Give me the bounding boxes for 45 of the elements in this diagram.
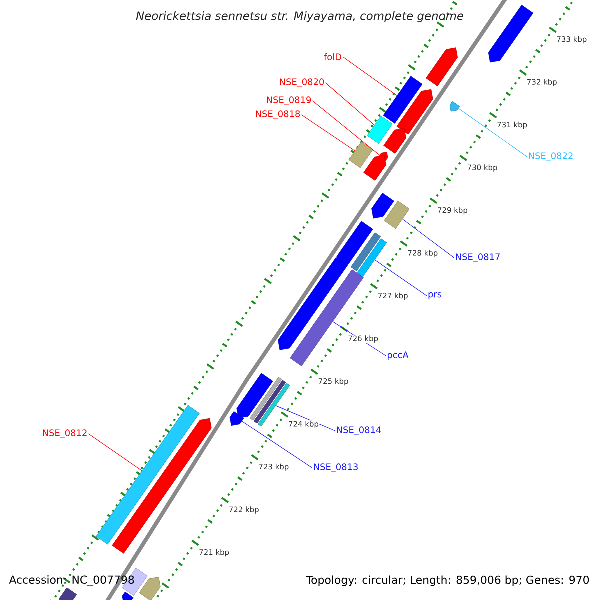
gene-feature xyxy=(372,193,394,219)
gene-feature xyxy=(236,373,274,419)
gene-label: NSE_0813 xyxy=(314,464,358,472)
gene-feature xyxy=(96,405,200,545)
gene-feature xyxy=(364,155,386,181)
gene-feature xyxy=(384,128,406,154)
title: Neorickettsia sennetsu str. Miyayama, complete genome xyxy=(136,11,464,23)
gene-feature xyxy=(336,221,374,267)
gene-feature xyxy=(488,5,534,63)
gene-feature xyxy=(367,116,393,144)
leader-line xyxy=(325,82,375,126)
gene-feature xyxy=(139,577,161,600)
gene-feature xyxy=(356,238,388,278)
gene-feature xyxy=(112,418,212,554)
gene-label: NSE_0812 xyxy=(43,430,87,438)
leader-line xyxy=(402,218,455,258)
gene-feature xyxy=(383,76,423,124)
gene-label: pccA xyxy=(388,352,409,360)
leader-line xyxy=(312,100,380,156)
gene-feature xyxy=(350,232,382,272)
gene-feature xyxy=(278,257,348,350)
gene-label: prs xyxy=(428,292,442,300)
gene-label: NSE_0822 xyxy=(529,152,573,162)
gene-feature xyxy=(426,48,458,87)
gene-feature xyxy=(122,592,134,600)
gene-feature xyxy=(384,200,410,230)
gene-label: NSE_0818 xyxy=(256,110,300,120)
footer-text: Topology: circular; Length: 859,006 bp; Genes: 970 xyxy=(306,576,590,586)
gene-label: folD xyxy=(324,54,342,60)
footer-text: Accession: NC_007798 xyxy=(9,576,134,586)
gene-label: NSE_0820 xyxy=(280,78,324,88)
gene-feature xyxy=(290,270,364,366)
gene-feature xyxy=(396,89,434,135)
leader-line xyxy=(301,114,356,152)
gene-label: NSE_0819 xyxy=(267,96,312,106)
leader-line xyxy=(342,56,398,96)
gene-feature xyxy=(348,142,374,168)
gene-label: NSE_0817 xyxy=(456,254,500,262)
gene-feature xyxy=(230,411,244,426)
leader-line xyxy=(242,421,313,468)
gene-feature xyxy=(58,588,78,600)
gene-feature xyxy=(450,101,460,112)
leader-line xyxy=(458,108,528,158)
leader-line xyxy=(88,434,143,472)
gene-label: NSE_0814 xyxy=(337,426,382,436)
